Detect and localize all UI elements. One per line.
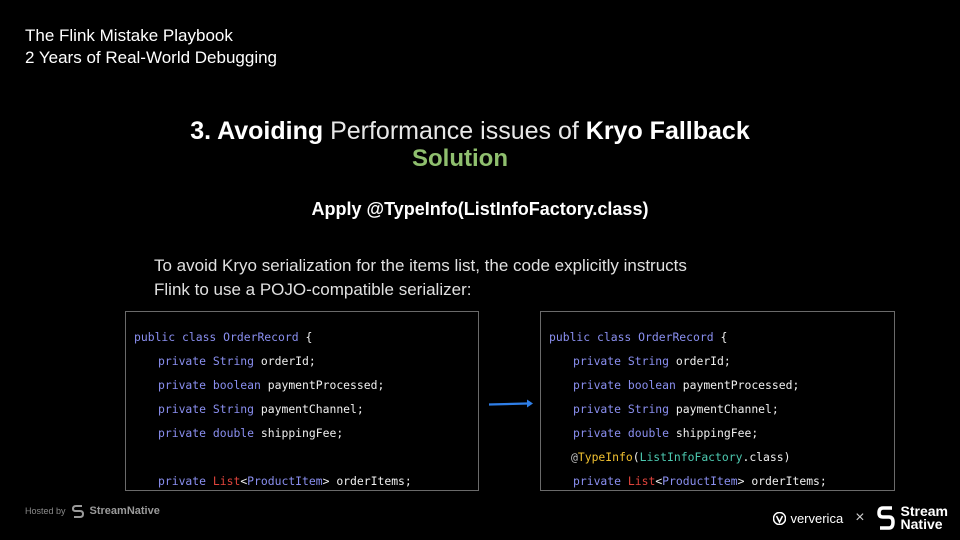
code-line: public class OrderRecord { — [541, 325, 894, 349]
heading-part2: Performance issues of — [323, 117, 586, 145]
hosted-brand: StreamNative — [89, 505, 160, 517]
code-line-annotation: @TypeInfo(ListInfoFactory.class) — [541, 445, 894, 469]
code-class-name: ProductItem — [662, 474, 738, 488]
slide-subheading: Solution — [412, 145, 508, 172]
deck-title-line1: The Flink Mistake Playbook — [25, 26, 233, 45]
code-identifier: paymentChannel; — [669, 402, 779, 416]
code-punct: { — [298, 330, 313, 344]
code-keyword: private — [158, 474, 213, 488]
code-line: private String paymentChannel; — [541, 397, 894, 421]
code-line: private String paymentChannel; — [126, 397, 478, 421]
code-identifier: orderId; — [254, 354, 316, 368]
ververica-logo-icon — [773, 511, 787, 525]
code-punct: < — [240, 474, 248, 488]
code-punct: { — [713, 330, 728, 344]
code-keyword: private — [158, 426, 213, 440]
code-line: private List<ProductItem> orderItems; — [126, 469, 478, 493]
description-line1: To avoid Kryo serialization for the item… — [154, 256, 687, 275]
code-punct: ( — [632, 450, 640, 464]
code-keyword: public class — [549, 330, 639, 344]
deck-title-line2: 2 Years of Real-World Debugging — [25, 48, 278, 67]
streamnative-logo: Stream Native — [876, 503, 948, 532]
separator-icon: × — [855, 509, 865, 526]
code-keyword: private — [158, 354, 213, 368]
apply-instruction: Apply @TypeInfo(ListInfoFactory.class) — [311, 199, 649, 219]
streamnative-logo-icon — [876, 506, 895, 530]
code-punct: < — [655, 474, 663, 488]
code-type: String — [212, 354, 255, 368]
right-arrow-icon — [488, 399, 533, 408]
deck-title: The Flink Mistake Playbook 2 Years of Re… — [25, 25, 277, 69]
code-identifier: paymentChannel; — [254, 402, 364, 416]
ververica-name: ververica — [790, 510, 844, 526]
code-type: String — [627, 354, 670, 368]
code-type: String — [212, 402, 255, 416]
code-block-before: public class OrderRecord { private Strin… — [125, 311, 479, 491]
code-identifier: paymentProcessed; — [675, 378, 800, 392]
code-annotation-name: TypeInfo — [577, 450, 633, 464]
code-keyword: private — [573, 426, 628, 440]
code-keyword: private — [573, 354, 628, 368]
heading-part1: 3. Avoiding — [190, 117, 324, 145]
code-annotation-arg: ListInfoFactory — [639, 450, 743, 464]
hosted-by: Hosted by StreamNative — [25, 504, 160, 518]
code-block-after: public class OrderRecord { private Strin… — [540, 311, 895, 491]
code-line: private double shippingFee; — [541, 421, 894, 445]
code-line: private boolean paymentProcessed; — [541, 373, 894, 397]
hosted-label: Hosted by — [25, 506, 66, 516]
code-identifier: orderItems; — [744, 474, 827, 488]
code-identifier: orderId; — [669, 354, 731, 368]
code-class-name: ProductItem — [247, 474, 323, 488]
code-class-name: OrderRecord — [638, 330, 714, 344]
code-type: List — [212, 474, 241, 488]
code-type: boolean — [627, 378, 676, 392]
code-keyword: private — [573, 474, 628, 488]
code-keyword: private — [573, 402, 628, 416]
code-type: String — [627, 402, 670, 416]
code-annotation-at: @ — [571, 450, 578, 464]
slide-heading: 3. Avoiding Performance issues of Kryo F… — [0, 116, 940, 146]
code-identifier: orderItems; — [329, 474, 412, 488]
streamnative-logo-icon — [71, 505, 84, 518]
code-line: private List<ProductItem> orderItems; — [541, 469, 894, 493]
code-type: double — [627, 426, 670, 440]
code-line-blank — [126, 445, 478, 469]
code-keyword: private — [573, 378, 628, 392]
ververica-logo: ververica — [773, 511, 843, 526]
heading-part3: Kryo Fallback — [585, 117, 750, 145]
code-line: private String orderId; — [126, 349, 478, 373]
code-keyword: private — [158, 378, 213, 392]
code-punct: > — [322, 474, 330, 488]
footer-logos: ververica × Stream Native — [773, 503, 948, 532]
code-line: public class OrderRecord { — [126, 325, 478, 349]
code-type: double — [212, 426, 255, 440]
description: To avoid Kryo serialization for the item… — [154, 254, 794, 302]
code-class-name: OrderRecord — [223, 330, 299, 344]
code-identifier: paymentProcessed; — [260, 378, 385, 392]
code-identifier: shippingFee; — [254, 426, 344, 440]
code-type: boolean — [212, 378, 261, 392]
streamnative-word1: Stream — [900, 503, 948, 519]
description-line2: Flink to use a POJO-compatible serialize… — [154, 280, 472, 299]
code-line: private String orderId; — [541, 349, 894, 373]
code-line: private boolean paymentProcessed; — [126, 373, 478, 397]
code-line: private double shippingFee; — [126, 421, 478, 445]
code-punct: > — [737, 474, 745, 488]
code-identifier: shippingFee; — [669, 426, 759, 440]
code-punct: .class) — [742, 450, 791, 464]
streamnative-word2: Native — [900, 516, 943, 532]
code-keyword: public class — [134, 330, 224, 344]
code-type: List — [627, 474, 656, 488]
code-keyword: private — [158, 402, 213, 416]
